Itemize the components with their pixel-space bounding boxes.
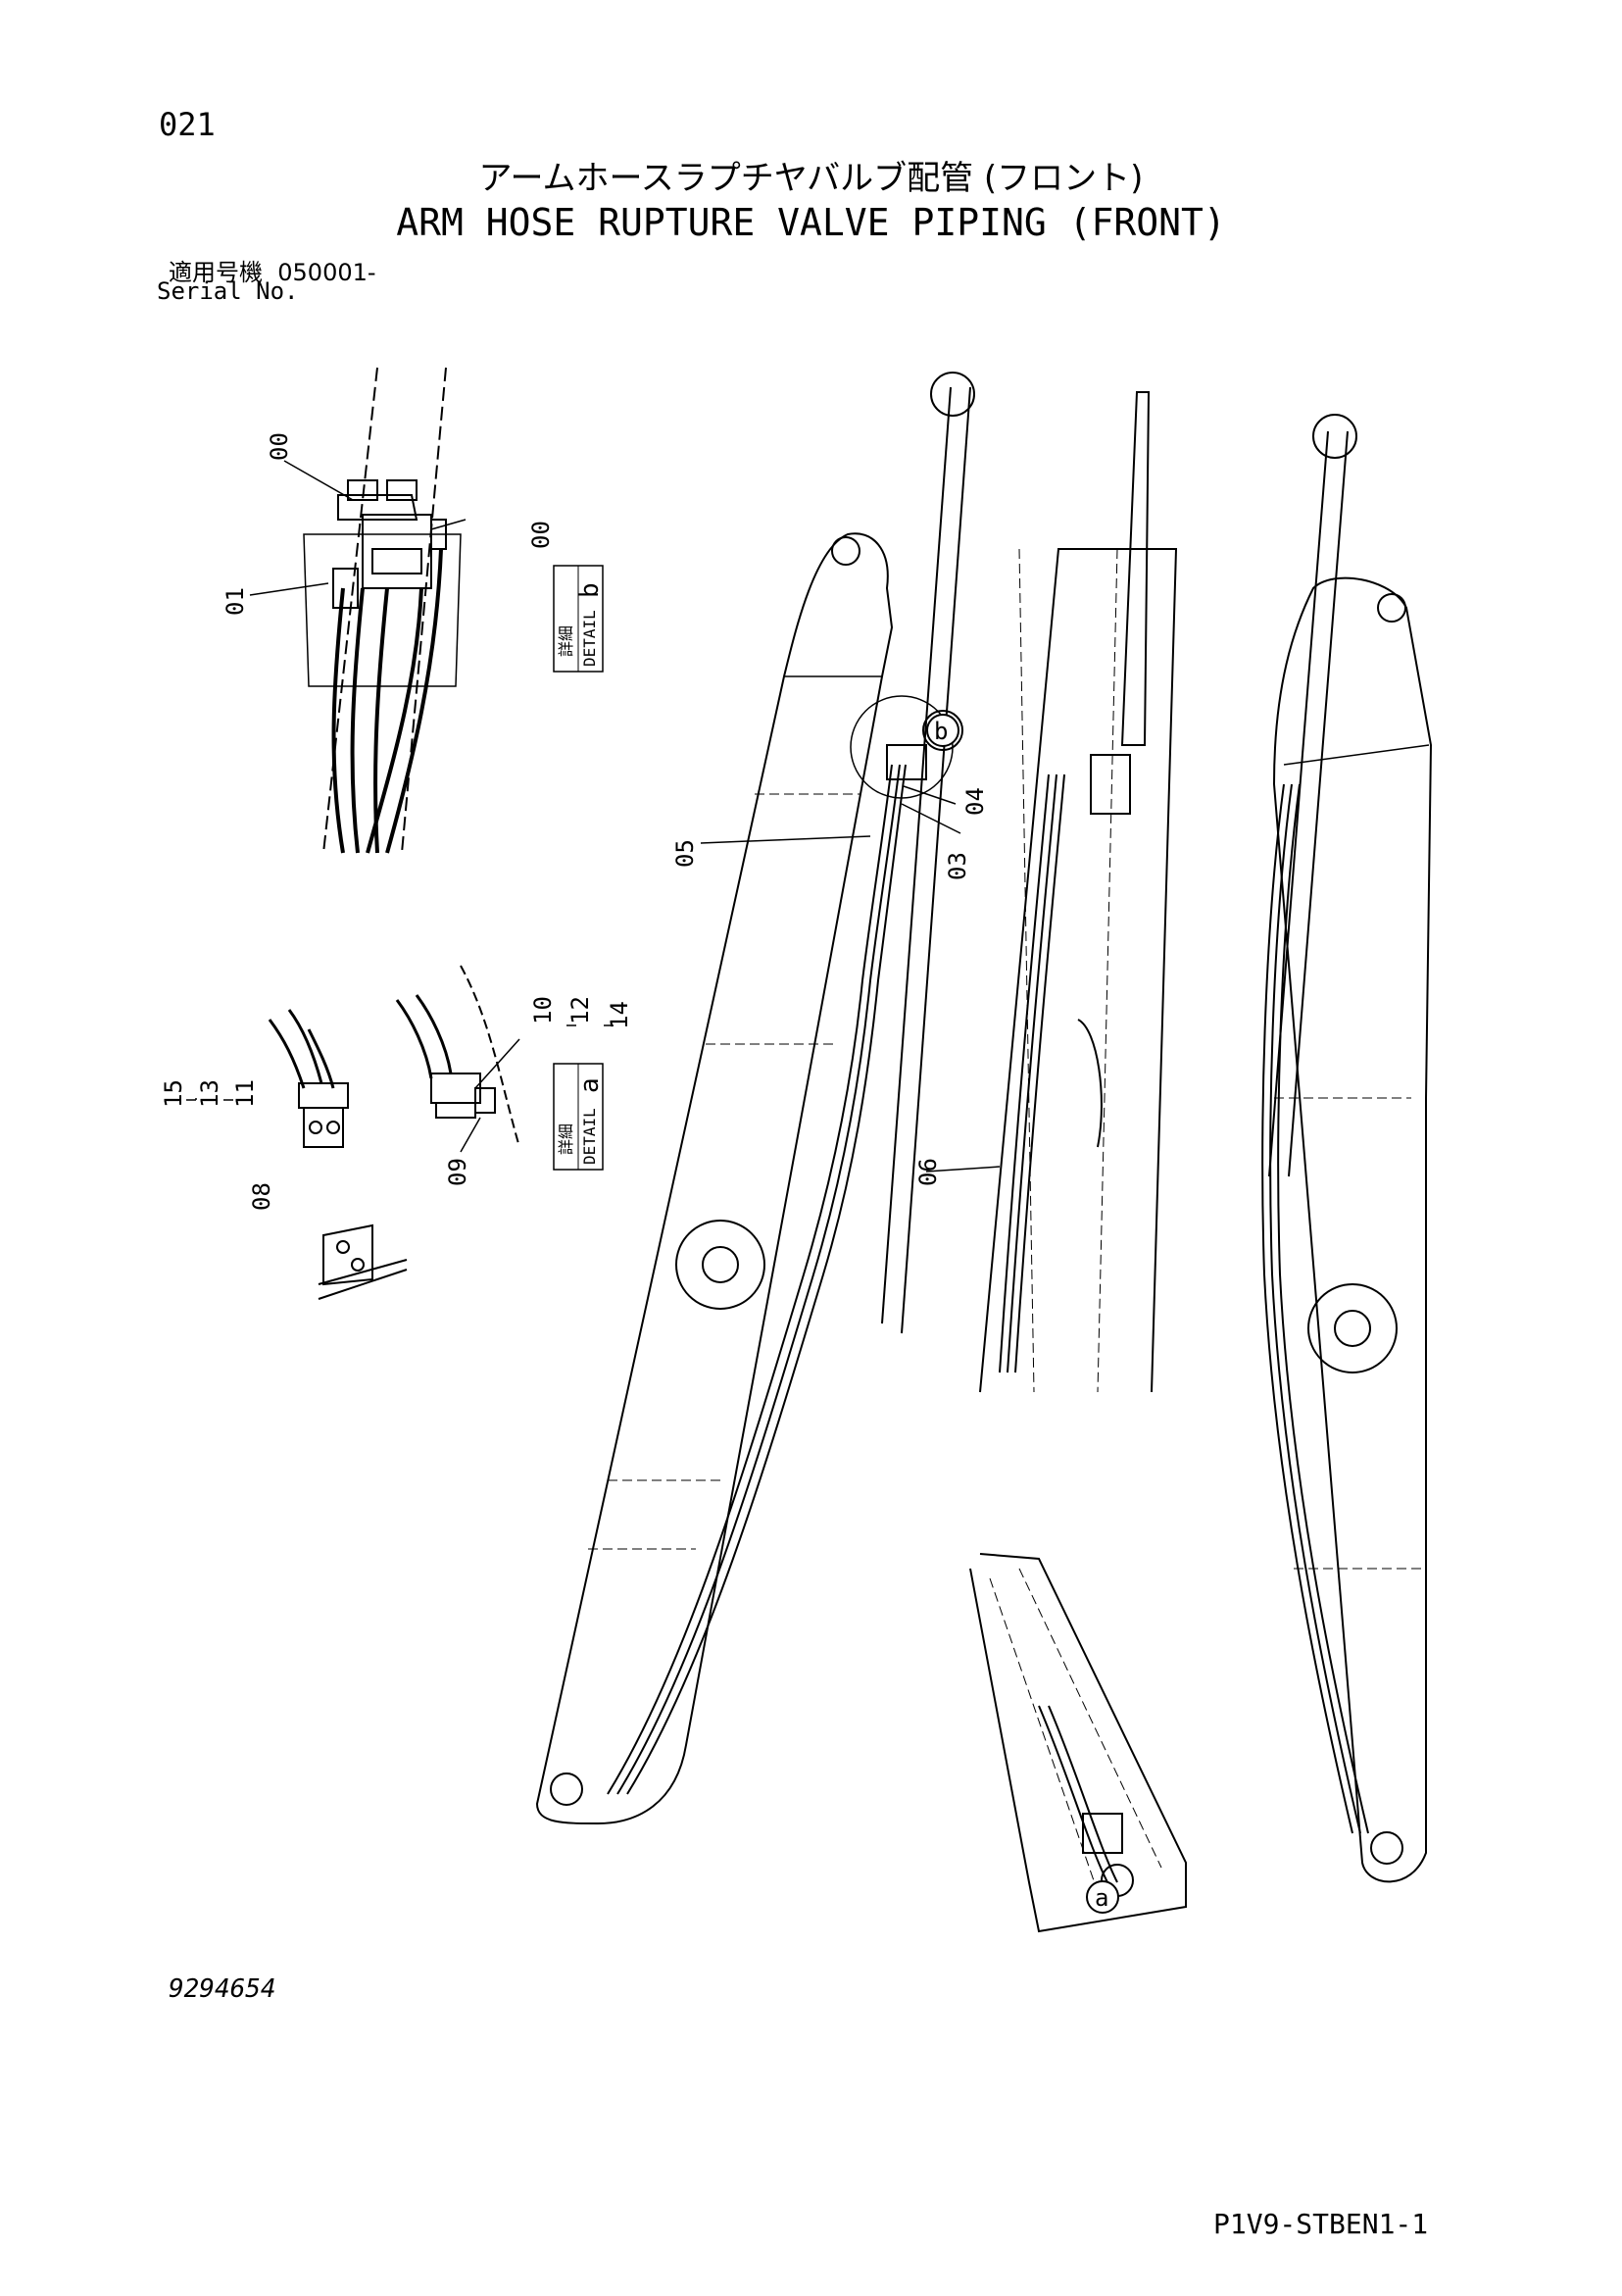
svg-text:b: b (934, 718, 948, 745)
title-english: ARM HOSE RUPTURE VALVE PIPING (FRONT) (396, 201, 1226, 244)
detail-b-box: 詳細 DETAIL b (553, 565, 605, 673)
detail-a-kanji: 詳細 (557, 1123, 575, 1155)
part-label-03: 03 (944, 852, 971, 880)
part-label-11: 11 (231, 1079, 259, 1108)
part-label-13: 13 (196, 1079, 223, 1108)
sheet-code: P1V9-STBEN1-1 (1213, 2208, 1429, 2240)
detail-a-text: DETAIL (580, 1108, 599, 1165)
callout-b: b (926, 714, 959, 747)
serial-number-range: 050001- (277, 259, 376, 286)
right-arm (1261, 414, 1433, 1883)
title-japanese: アームホースラプチヤバルブ配管 (フロント) (478, 159, 1144, 198)
part-label-08: 08 (248, 1182, 275, 1211)
detail-a-inset (268, 965, 520, 1300)
part-label-10: 10 (529, 996, 557, 1024)
serial-label-japanese: 適用号機 050001- (169, 253, 376, 287)
middle-arm (925, 391, 1178, 1393)
part-label-12: 12 (566, 996, 594, 1024)
part-label-15: 15 (160, 1079, 187, 1108)
part-label-06: 06 (914, 1158, 942, 1186)
callout-a: a (1086, 1880, 1119, 1914)
part-label-14: 14 (606, 1001, 633, 1029)
leader-lines (186, 1024, 614, 1101)
serial-label-english: Serial No. (157, 277, 299, 305)
part-label-05: 05 (671, 839, 699, 868)
svg-text:a: a (1095, 1884, 1108, 1912)
detail-b-inset (249, 367, 467, 854)
detail-b-text: DETAIL (580, 610, 599, 667)
part-label-01: 01 (221, 587, 249, 616)
detail-b-letter: b (575, 582, 605, 598)
main-arm-left (535, 372, 975, 1825)
drawing-number: 9294654 (169, 1974, 276, 2004)
part-label-00-b: 00 (527, 521, 555, 549)
detail-a-box: 詳細 DETAIL a (553, 1063, 605, 1171)
detail-b-kanji: 詳細 (557, 625, 575, 657)
lower-detail-view (969, 1553, 1187, 1933)
part-label-09: 09 (444, 1158, 471, 1186)
part-label-00-a: 00 (266, 432, 293, 461)
serial-label-jp-text: 適用号機 (169, 259, 263, 286)
part-label-04: 04 (961, 787, 989, 816)
detail-a-letter: a (575, 1077, 605, 1093)
page-number: 021 (159, 106, 216, 143)
